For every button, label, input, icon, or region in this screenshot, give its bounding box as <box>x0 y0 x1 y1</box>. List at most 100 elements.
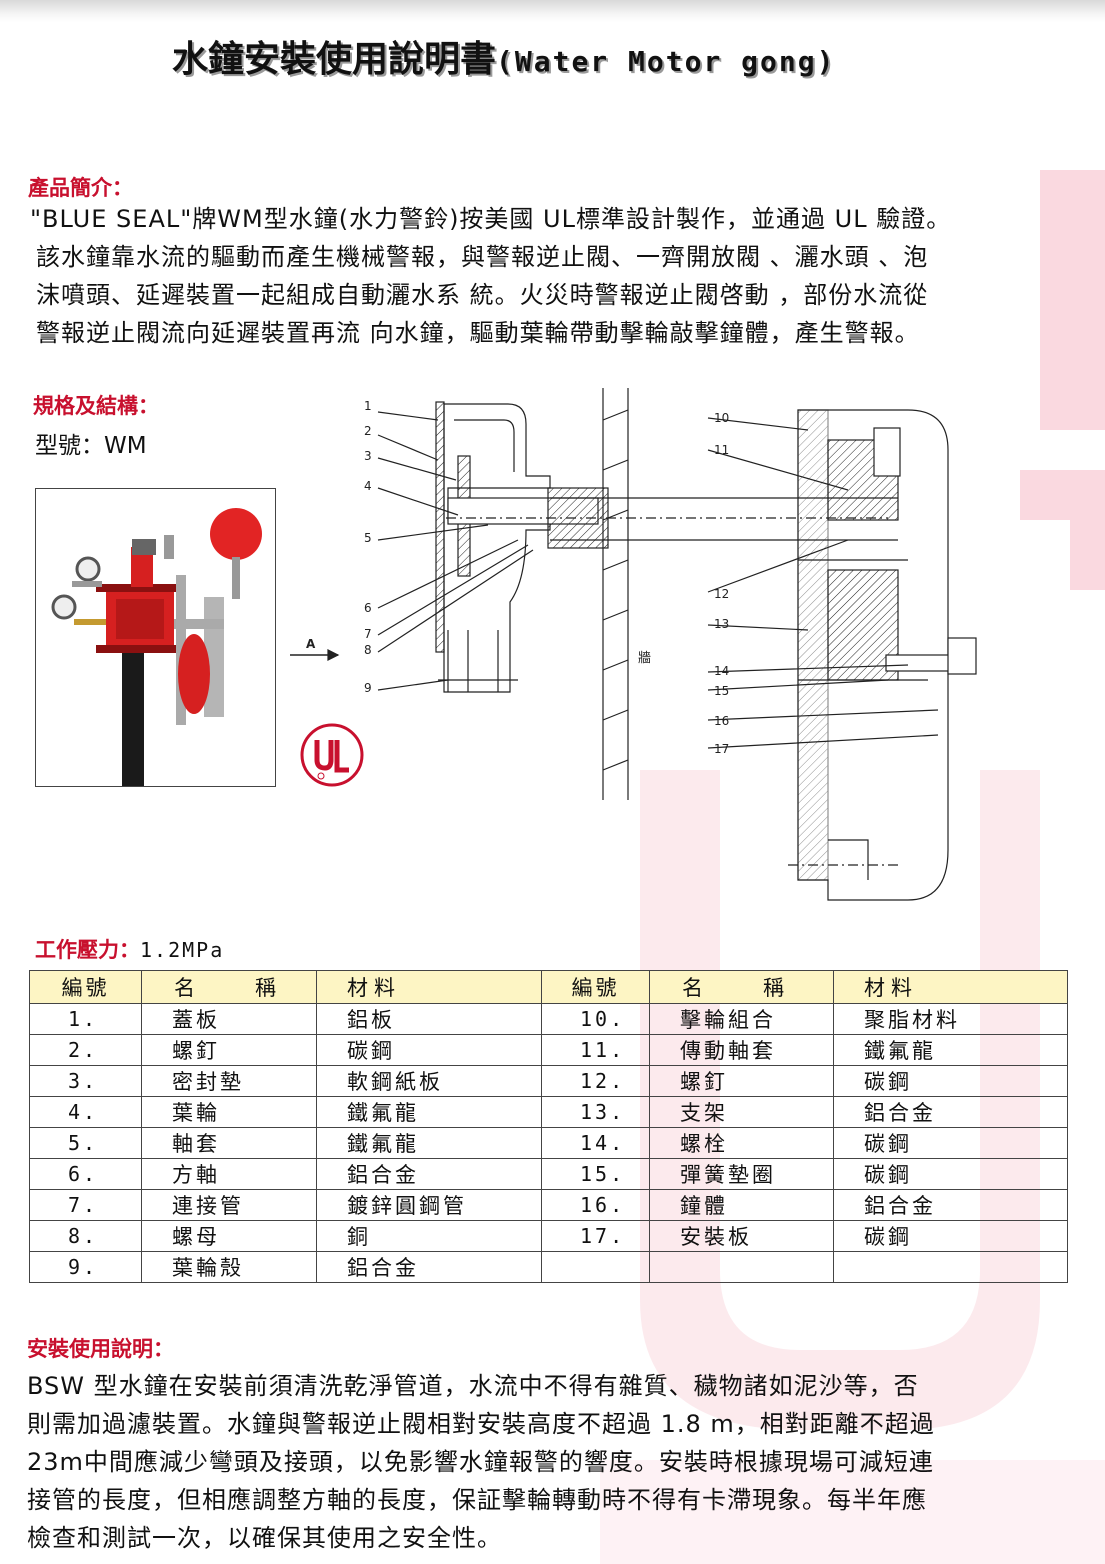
part-name: 方軸 <box>141 1158 317 1190</box>
part-material: 鋁合金 <box>833 1189 1068 1221</box>
part-number: 10. <box>541 1003 650 1035</box>
part-number: 1. <box>29 1003 142 1035</box>
part-material: 碳鋼 <box>833 1065 1068 1097</box>
usage-line: BSW 型水鐘在安裝前須清洗乾淨管道，水流中不得有雜質、穢物諸如泥沙等，否 <box>27 1372 919 1400</box>
part-material: 碳鋼 <box>833 1127 1068 1159</box>
part-name: 葉輪殼 <box>141 1251 317 1283</box>
part-material: 碳鋼 <box>316 1034 542 1066</box>
part-number: 17. <box>541 1220 650 1252</box>
part-name: 彈簧墊圈 <box>649 1158 834 1190</box>
part-number: 3. <box>29 1065 142 1097</box>
part-name: 連接管 <box>141 1189 317 1221</box>
callout-label: 12 <box>714 587 729 601</box>
part-name: 螺母 <box>141 1220 317 1252</box>
part-name: 螺釘 <box>649 1065 834 1097</box>
header-material: 材料 <box>833 970 1068 1004</box>
part-name: 密封墊 <box>141 1065 317 1097</box>
title-english: (Water Motor gong) <box>496 45 836 78</box>
part-number: 16. <box>541 1189 650 1221</box>
watermark-l-shape <box>1040 170 1105 430</box>
callout-label: 3 <box>364 449 372 463</box>
part-number <box>541 1251 650 1283</box>
part-name: 葉輪 <box>141 1096 317 1128</box>
callout-label: 1 <box>364 399 372 413</box>
part-material <box>833 1251 1068 1283</box>
callout-label: 10 <box>714 411 729 425</box>
arrow-a-label: A <box>306 637 316 651</box>
working-pressure: 工作壓力：1.2MPa <box>35 934 224 964</box>
part-material: 鐵氟龍 <box>833 1034 1068 1066</box>
part-material: 鋁合金 <box>833 1096 1068 1128</box>
intro-line: 警報逆止閥流向延遲裝置再流 向水鐘，驅動葉輪帶動擊輪敲擊鐘體，產生警報。 <box>36 319 920 347</box>
model-label: 型號：WM <box>35 433 147 459</box>
part-name: 螺釘 <box>141 1034 317 1066</box>
part-number: 7. <box>29 1189 142 1221</box>
callout-label: 7 <box>364 627 372 641</box>
intro-line: 沫噴頭、延遲裝置一起組成自動灑水系 統。火災時警報逆止閥啓動 ，部份水流從 <box>36 281 929 309</box>
part-number: 8. <box>29 1220 142 1252</box>
pressure-label: 工作壓力： <box>35 938 140 962</box>
top-banner <box>0 0 1105 22</box>
part-name: 軸套 <box>141 1127 317 1159</box>
part-material: 鐵氟龍 <box>316 1096 542 1128</box>
part-name: 蓋板 <box>141 1003 317 1035</box>
callout-label: 15 <box>714 684 729 698</box>
part-number: 2. <box>29 1034 142 1066</box>
header-name: 名稱 <box>141 970 317 1004</box>
intro-paragraph: "BLUE SEAL"牌WM型水鐘(水力警鈴)按美國 UL標準設計製作，並通過 … <box>30 200 951 352</box>
ul-mark-icon <box>300 723 364 787</box>
parts-table: 編號 名稱 材料 編號 名稱 材料 1.蓋板鋁板10.擊輪組合聚脂材料2.螺釘碳… <box>29 970 1068 1283</box>
part-number: 11. <box>541 1034 650 1066</box>
part-number: 6. <box>29 1158 142 1190</box>
callout-label: 8 <box>364 643 372 657</box>
part-name: 安裝板 <box>649 1220 834 1252</box>
part-number: 12. <box>541 1065 650 1097</box>
part-name: 擊輪組合 <box>649 1003 834 1035</box>
header-no: 編號 <box>541 970 650 1004</box>
usage-paragraph: BSW 型水鐘在安裝前須清洗乾淨管道，水流中不得有雜質、穢物諸如泥沙等，否 則需… <box>27 1367 935 1557</box>
callout-label: 13 <box>714 617 729 631</box>
pressure-value: 1.2MPa <box>140 938 225 962</box>
callout-label: 4 <box>364 479 372 493</box>
table-row: 9.葉輪殼鋁合金 <box>29 1251 1068 1283</box>
product-photo <box>35 488 276 787</box>
part-material: 鍍鋅圓鋼管 <box>316 1189 542 1221</box>
part-material: 鋁板 <box>316 1003 542 1035</box>
usage-line: 接管的長度，但相應調整方軸的長度，保証擊輪轉動時不得有卡滯現象。每半年應 <box>27 1486 927 1514</box>
cross-section-drawing: 1 2 3 4 5 6 7 8 9 10 11 12 13 14 15 16 1… <box>290 388 977 901</box>
part-material: 鐵氟龍 <box>316 1127 542 1159</box>
spec-heading: 規格及結構： <box>33 394 159 418</box>
title-chinese: 水鐘安裝使用說明書 <box>172 39 497 80</box>
usage-line: 檢查和測試一次，以確保其使用之安全性。 <box>27 1524 502 1552</box>
callout-label: 5 <box>364 531 372 545</box>
part-material: 碳鋼 <box>833 1220 1068 1252</box>
part-number: 13. <box>541 1096 650 1128</box>
table-header-row: 編號 名稱 材料 編號 名稱 材料 <box>29 970 1068 1004</box>
part-number: 5. <box>29 1127 142 1159</box>
intro-line: 該水鐘靠水流的驅動而產生機械警報，與警報逆止閥、一齊開放閥 、灑水頭 、泡 <box>36 243 929 271</box>
callout-label: 2 <box>364 424 372 438</box>
intro-line: "BLUE SEAL"牌WM型水鐘(水力警鈴)按美國 UL標準設計製作，並通過 … <box>30 205 952 233</box>
watermark-a-shape <box>1020 470 1105 590</box>
part-material: 鋁合金 <box>316 1158 542 1190</box>
part-number: 14. <box>541 1127 650 1159</box>
part-material: 碳鋼 <box>833 1158 1068 1190</box>
callout-label: 17 <box>714 742 729 756</box>
part-name <box>649 1251 834 1283</box>
part-material: 軟鋼紙板 <box>316 1065 542 1097</box>
part-number: 9. <box>29 1251 142 1283</box>
page-title: 水鐘安裝使用說明書(Water Motor gong) <box>172 30 835 82</box>
callout-label: 11 <box>714 443 729 457</box>
header-name: 名稱 <box>649 970 834 1004</box>
usage-heading: 安裝使用說明： <box>27 1337 174 1361</box>
part-material: 鋁合金 <box>316 1251 542 1283</box>
callout-label: 14 <box>714 664 729 678</box>
callout-label: 16 <box>714 714 729 728</box>
header-no: 編號 <box>29 970 142 1004</box>
